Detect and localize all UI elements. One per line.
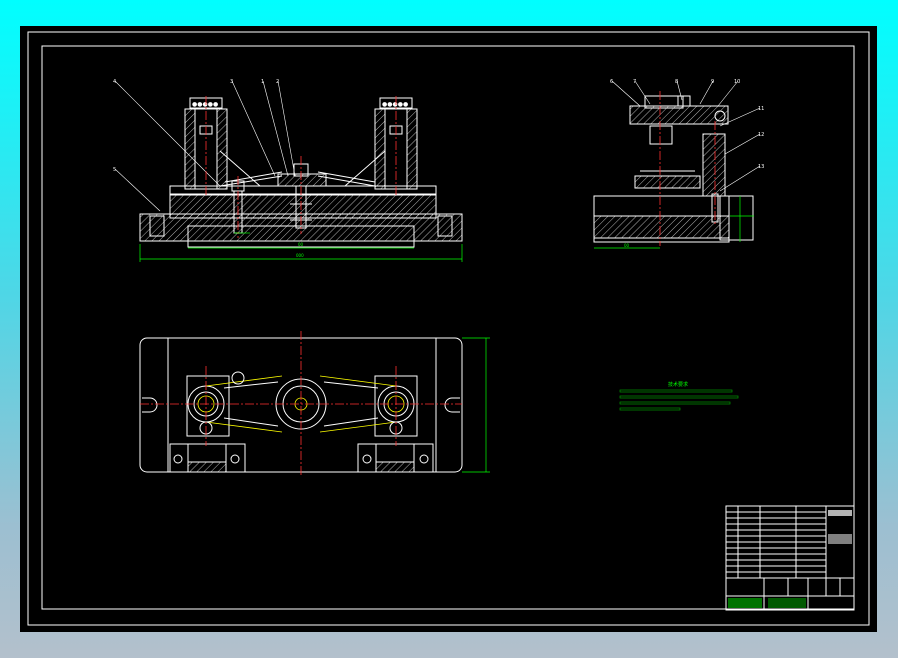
svg-text:●●●●●: ●●●●● bbox=[192, 101, 218, 108]
svg-text:6: 6 bbox=[610, 79, 613, 85]
svg-text:2: 2 bbox=[276, 79, 279, 85]
top-left-block bbox=[186, 375, 230, 437]
svg-text:8: 8 bbox=[675, 79, 678, 85]
svg-text:1: 1 bbox=[261, 79, 264, 85]
svg-text:4: 4 bbox=[113, 79, 116, 85]
sheet-outer-border bbox=[27, 31, 870, 626]
sheet-inner-border bbox=[41, 45, 855, 610]
svg-text:10: 10 bbox=[734, 79, 740, 85]
svg-text:11: 11 bbox=[758, 106, 764, 112]
front-base-slot bbox=[187, 225, 415, 248]
svg-text:9: 9 bbox=[711, 79, 714, 85]
top-view bbox=[139, 331, 490, 476]
svg-text:3: 3 bbox=[230, 79, 233, 85]
side-view: 6 7 8 9 10 11 12 13 00 bbox=[593, 79, 764, 249]
svg-text:●●●●●: ●●●●● bbox=[382, 101, 408, 108]
tech-notes-title: 技术要求 bbox=[668, 381, 688, 388]
svg-text:000: 000 bbox=[296, 253, 304, 258]
side-leaders: 6 7 8 9 10 11 12 13 bbox=[610, 79, 764, 192]
svg-text:12: 12 bbox=[758, 132, 764, 138]
side-column bbox=[702, 133, 726, 197]
cad-viewport[interactable]: 4 3 1 2 5 ●●●●● ●●●●● bbox=[20, 26, 877, 632]
front-leaders: 4 3 1 2 5 bbox=[113, 79, 296, 212]
svg-text:5: 5 bbox=[113, 167, 116, 173]
title-block bbox=[725, 505, 855, 611]
front-body bbox=[169, 193, 437, 219]
svg-text:00: 00 bbox=[298, 242, 304, 247]
svg-text:13: 13 bbox=[758, 164, 764, 170]
top-right-block bbox=[374, 375, 418, 437]
front-view: 4 3 1 2 5 ●●●●● ●●●●● bbox=[113, 79, 463, 262]
assembly-drawing: 4 3 1 2 5 ●●●●● ●●●●● bbox=[27, 31, 870, 626]
svg-text:00: 00 bbox=[624, 243, 630, 248]
tech-notes: 技术要求 bbox=[619, 381, 739, 411]
svg-text:7: 7 bbox=[633, 79, 636, 85]
side-arm bbox=[629, 105, 729, 125]
